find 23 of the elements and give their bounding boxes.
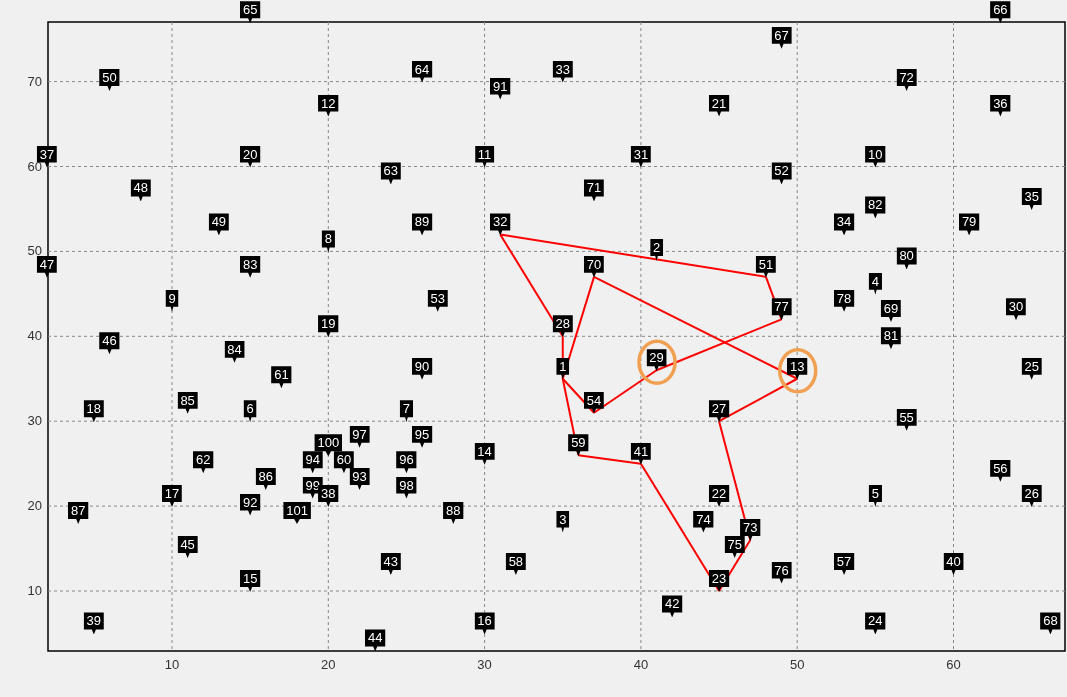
axis-tick-label: 40 [633, 657, 649, 672]
point-marker: 65 [239, 1, 261, 24]
route-line [655, 318, 783, 372]
axis-tick-label: 30 [477, 657, 492, 672]
route-line [577, 454, 642, 465]
route-line [593, 275, 799, 380]
route-line [499, 233, 564, 338]
axis-tick-label: 70 [27, 73, 42, 89]
axis-tick-label: 20 [321, 657, 336, 672]
point-marker: 66 [990, 1, 1011, 24]
route-line [499, 233, 767, 278]
axis-tick-label: 20 [27, 498, 42, 514]
axis-tick-label: 10 [27, 583, 42, 598]
axis-tick-label: 10 [164, 657, 180, 672]
axis-tick-label: 50 [789, 657, 805, 672]
route-line [718, 377, 799, 423]
axis-tick-label: 60 [946, 657, 961, 672]
axis-tick-label: 30 [27, 413, 42, 429]
route-line [593, 369, 658, 414]
axis-tick-label: 40 [27, 328, 42, 344]
route-line [639, 462, 721, 592]
route-line [561, 377, 595, 414]
route-line [718, 539, 752, 592]
